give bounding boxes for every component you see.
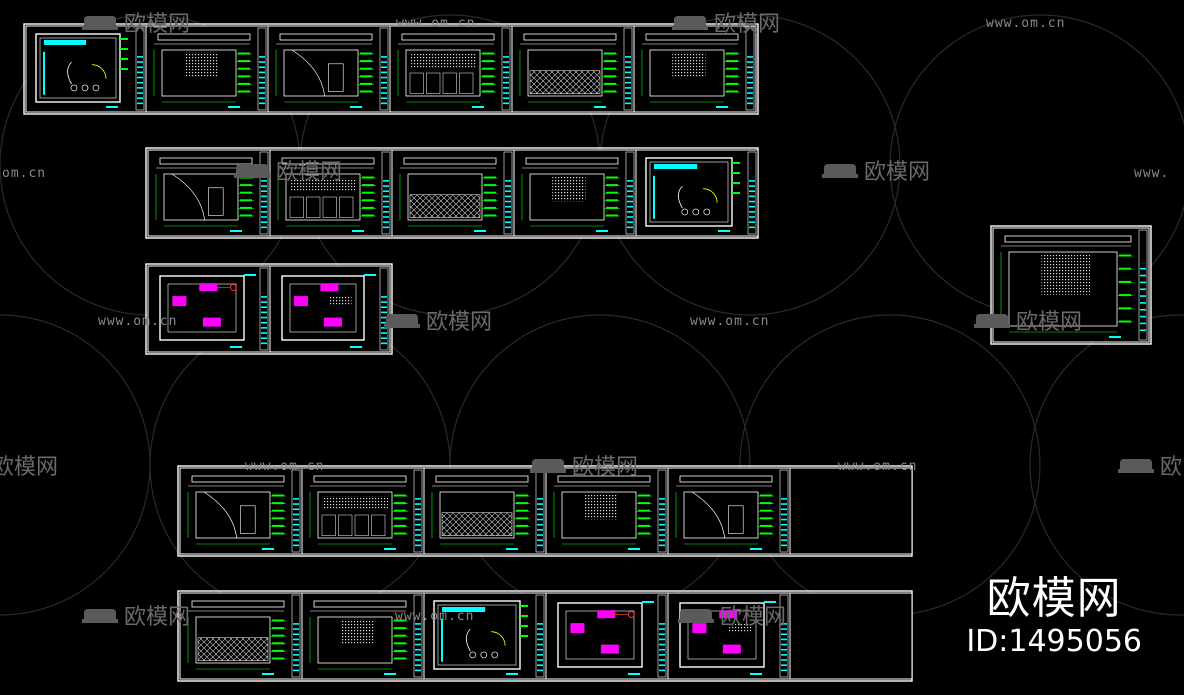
drawing-sheet[interactable] [667,592,791,680]
brand-id: ID:1495056 [966,624,1142,659]
drawing-sheet[interactable] [179,467,303,555]
watermark-logo: 欧 [1160,455,1182,480]
drawing-sheet[interactable] [147,149,271,237]
brand-name: 欧模网 [986,573,1122,624]
sofa-logo-icon [822,164,858,178]
watermark-layer: www.om.cn www.om.cn om.cn www. www.om.cn… [0,12,1182,630]
watermark-logo: 欧模网 [572,455,638,480]
watermark-logo: 欧模网 [720,605,786,630]
sheet-row[interactable] [177,465,913,557]
drawing-sheet[interactable] [633,25,757,113]
drawing-sheet[interactable] [513,149,637,237]
sofa-logo-icon [530,459,566,473]
brand-block: 欧模网 ID:1495056 [966,574,1142,660]
drawing-sheet[interactable] [145,25,269,113]
drawing-sheet[interactable] [667,467,791,555]
watermark-url: www.om.cn [396,16,475,31]
sheet-row[interactable] [23,23,759,115]
drawing-sheet[interactable] [789,592,913,680]
watermark-url: www.om.cn [838,459,917,474]
watermark-logo: 欧模网 [426,310,492,335]
drawing-sheet[interactable] [635,149,759,237]
drawing-sheet[interactable] [25,25,147,113]
drawing-sheet[interactable] [545,592,669,680]
drawing-sheets[interactable] [23,23,1152,682]
drawing-sheet[interactable] [301,467,425,555]
drawing-sheet[interactable] [992,227,1150,343]
sofa-logo-icon [678,609,714,623]
drawing-sheet[interactable] [389,25,513,113]
sofa-logo-icon [672,16,708,30]
watermark-url: www.om.cn [98,314,177,329]
drawing-sheet[interactable] [269,265,391,353]
sheet-row[interactable] [145,147,759,239]
drawing-sheet[interactable] [267,25,391,113]
sheet-row[interactable] [145,263,393,355]
drawing-sheet[interactable] [179,592,303,680]
drawing-sheet[interactable] [301,592,425,680]
drawing-sheet[interactable] [147,265,271,353]
drawing-sheet[interactable] [789,467,913,555]
watermark-logo: 欧模网 [124,605,190,630]
sofa-logo-icon [82,609,118,623]
watermark-logo: 欧模网 [1016,310,1082,335]
watermark-url: www.om.cn [395,609,474,624]
sofa-logo-icon [974,314,1010,328]
sofa-logo-icon [1118,459,1154,473]
drawing-sheet[interactable] [511,25,635,113]
watermark-logo: 欧模网 [864,160,930,185]
watermark-logo: 欧模网 [124,12,190,37]
watermark-url: www.om.cn [986,16,1065,31]
drawing-sheet[interactable] [423,467,547,555]
watermark-url: www.om.cn [245,459,324,474]
sofa-logo-icon [234,164,270,178]
drawing-sheet[interactable] [423,592,547,680]
drawing-sheet[interactable] [269,149,393,237]
watermark-url: www.om.cn [690,314,769,329]
watermark-url: www. [1134,166,1169,181]
drawing-sheet[interactable] [391,149,515,237]
watermark-logo: 欧模网 [276,160,342,185]
sofa-logo-icon [384,314,420,328]
sheet-row[interactable] [177,590,913,682]
watermark-logo: 欧模网 [0,455,58,480]
watermark-logo: 欧模网 [714,12,780,37]
sofa-logo-icon [82,16,118,30]
watermark-url: om.cn [2,166,46,181]
drawing-sheet[interactable] [545,467,669,555]
sheet-row[interactable] [990,225,1152,345]
